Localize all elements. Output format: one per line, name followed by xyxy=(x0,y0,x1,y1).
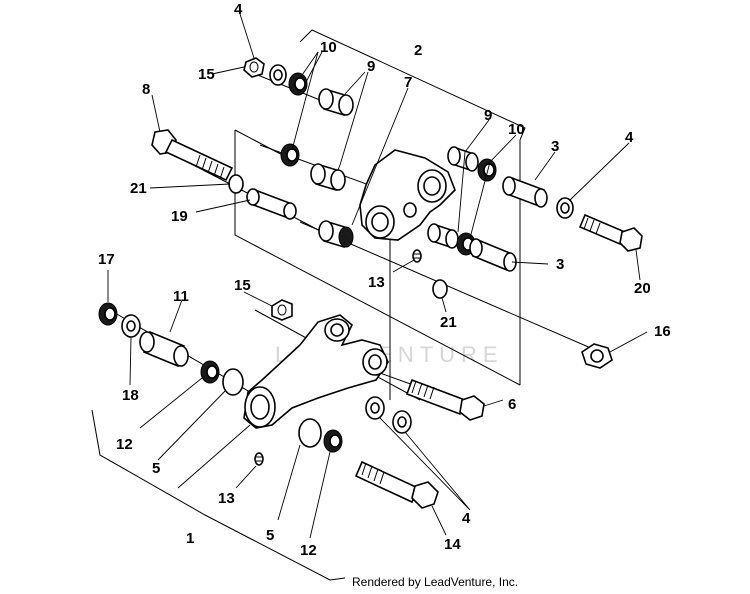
callout-1: 1 xyxy=(186,530,194,547)
callout-8: 8 xyxy=(142,81,150,98)
callout-9-left: 9 xyxy=(367,58,375,75)
nut-17 xyxy=(98,302,118,326)
callout-2: 2 xyxy=(414,42,422,59)
callout-3-upper: 3 xyxy=(551,138,559,155)
washer-4-lower-left xyxy=(365,396,385,420)
callout-13-upper: 13 xyxy=(368,274,385,291)
washer-4-upper xyxy=(269,64,287,86)
callout-19: 19 xyxy=(171,208,188,225)
nut-13-upper xyxy=(412,249,422,263)
washer-21-lower xyxy=(432,279,448,299)
callout-16: 16 xyxy=(654,323,671,340)
callout-21-lower: 21 xyxy=(440,314,457,331)
bushing-9-lower xyxy=(318,220,354,249)
spacer-19 xyxy=(246,188,297,220)
bushing-9-middle xyxy=(310,163,346,192)
callout-17: 17 xyxy=(98,251,115,268)
bushing-5-right xyxy=(298,418,322,448)
callout-4-bottom: 4 xyxy=(462,510,471,527)
bushing-9-right-upper xyxy=(447,146,479,172)
spacer-3-upper xyxy=(502,176,548,208)
nut-13-lower xyxy=(254,452,264,466)
bushing-9-right-lower xyxy=(427,223,459,249)
render-credit: Rendered by LeadVenture, Inc. xyxy=(352,575,519,589)
callout-21-upper: 21 xyxy=(130,180,147,197)
bolt-20 xyxy=(578,213,643,252)
callout-10-right: 10 xyxy=(508,121,525,138)
callout-3-lower: 3 xyxy=(556,256,564,273)
nut-15-upper xyxy=(243,57,265,78)
callout-5-right: 5 xyxy=(266,527,274,544)
bolt-14 xyxy=(354,460,439,509)
upper-link-bracket xyxy=(359,149,456,241)
callout-11: 11 xyxy=(173,288,189,305)
flange-bushing-10-right-upper xyxy=(477,158,497,182)
callout-12-left: 12 xyxy=(116,436,133,453)
callout-5-left: 5 xyxy=(152,460,160,477)
assembly-2-bracket xyxy=(299,29,526,141)
callout-15-top: 15 xyxy=(198,66,215,83)
callout-7: 7 xyxy=(404,74,412,91)
flange-bushing-12-left xyxy=(200,360,220,384)
washer-4-right xyxy=(556,197,574,219)
bolt-6 xyxy=(405,378,485,421)
bushing-5-left xyxy=(222,368,244,396)
callout-6: 6 xyxy=(508,396,516,413)
callout-10-left: 10 xyxy=(320,39,337,56)
bolt-8 xyxy=(151,129,234,182)
spacer-11 xyxy=(139,330,189,368)
callout-12-right: 12 xyxy=(300,542,317,559)
callout-4-top: 4 xyxy=(234,1,243,18)
bushing-9-upper xyxy=(318,88,354,117)
flange-bushing-10-middle xyxy=(280,143,300,167)
flange-bushing-10-upper xyxy=(288,72,308,96)
callout-14: 14 xyxy=(444,536,461,553)
washer-4-lower-right xyxy=(392,410,412,434)
spacer-3-lower xyxy=(469,238,517,272)
callout-4-right: 4 xyxy=(625,129,634,146)
callout-13-lower: 13 xyxy=(218,490,235,507)
upper-assembly-outline xyxy=(234,130,521,386)
flange-bushing-12-right xyxy=(323,429,343,453)
washer-18 xyxy=(121,314,141,338)
callout-15-lower: 15 xyxy=(234,277,251,294)
leader-lines xyxy=(107,13,648,539)
nut-16 xyxy=(581,343,613,369)
callout-20: 20 xyxy=(634,280,651,297)
callout-18: 18 xyxy=(122,387,139,404)
assembly-1-bracket xyxy=(91,409,346,581)
nut-15-lower xyxy=(271,299,293,321)
lower-y-link-arm xyxy=(243,314,389,429)
washer-21-upper xyxy=(228,174,244,194)
callout-9-right: 9 xyxy=(484,107,492,124)
